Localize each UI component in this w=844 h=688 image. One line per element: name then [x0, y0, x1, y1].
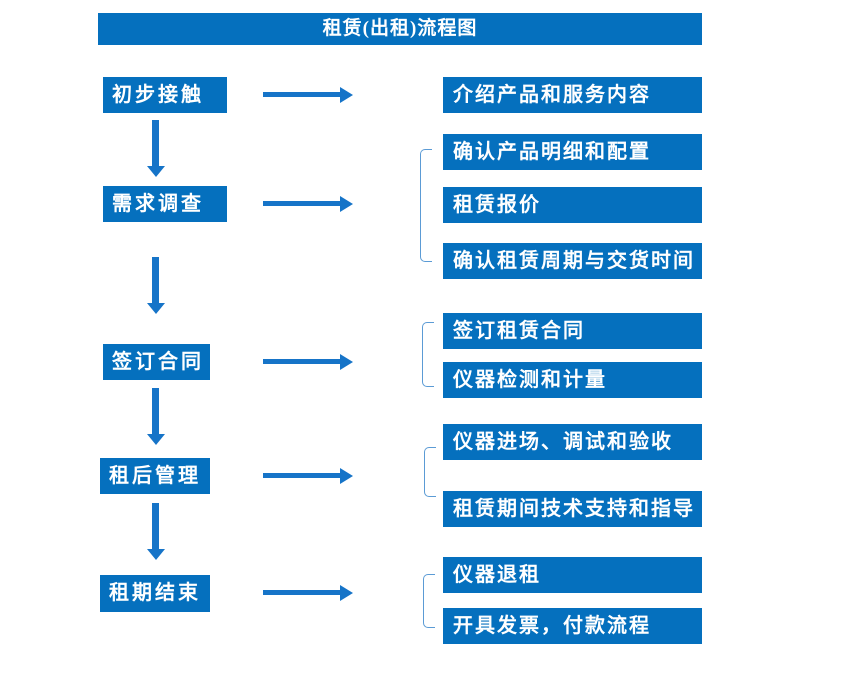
group-bracket-icon	[422, 322, 434, 387]
step-box-sign-contract: 签订合同	[103, 344, 210, 380]
group-bracket-icon	[420, 149, 432, 262]
output-box-confirm-details: 确认产品明细和配置	[443, 134, 702, 170]
step-box-initial-contact: 初步接触	[103, 77, 227, 113]
output-box-instrument-testing: 仪器检测和计量	[443, 362, 702, 398]
group-bracket-icon	[423, 574, 435, 628]
output-box-technical-support: 租赁期间技术支持和指导	[443, 491, 702, 527]
right-arrow-icon	[263, 468, 353, 484]
output-box-invoice-payment: 开具发票，付款流程	[443, 608, 702, 644]
right-arrow-icon	[263, 354, 353, 370]
right-arrow-icon	[263, 585, 353, 601]
group-bracket-icon	[424, 447, 436, 497]
output-box-instrument-setup: 仪器进场、调试和验收	[443, 424, 702, 460]
down-arrow-icon	[147, 503, 165, 560]
step-box-rental-end: 租期结束	[100, 575, 210, 612]
output-box-introduce-products: 介绍产品和服务内容	[443, 77, 702, 113]
output-box-instrument-return: 仪器退租	[443, 557, 702, 593]
output-box-rental-quote: 租赁报价	[443, 187, 702, 223]
right-arrow-icon	[263, 87, 353, 103]
down-arrow-icon	[147, 120, 165, 177]
down-arrow-icon	[147, 388, 165, 445]
output-box-sign-rental-contract: 签订租赁合同	[443, 313, 702, 349]
step-box-demand-survey: 需求调查	[103, 186, 227, 222]
step-box-post-rental-management: 租后管理	[100, 458, 210, 494]
output-box-confirm-period-delivery: 确认租赁周期与交货时间	[443, 243, 702, 279]
flowchart-title: 租赁(出租)流程图	[98, 13, 702, 45]
right-arrow-icon	[263, 196, 353, 212]
down-arrow-icon	[147, 257, 165, 314]
